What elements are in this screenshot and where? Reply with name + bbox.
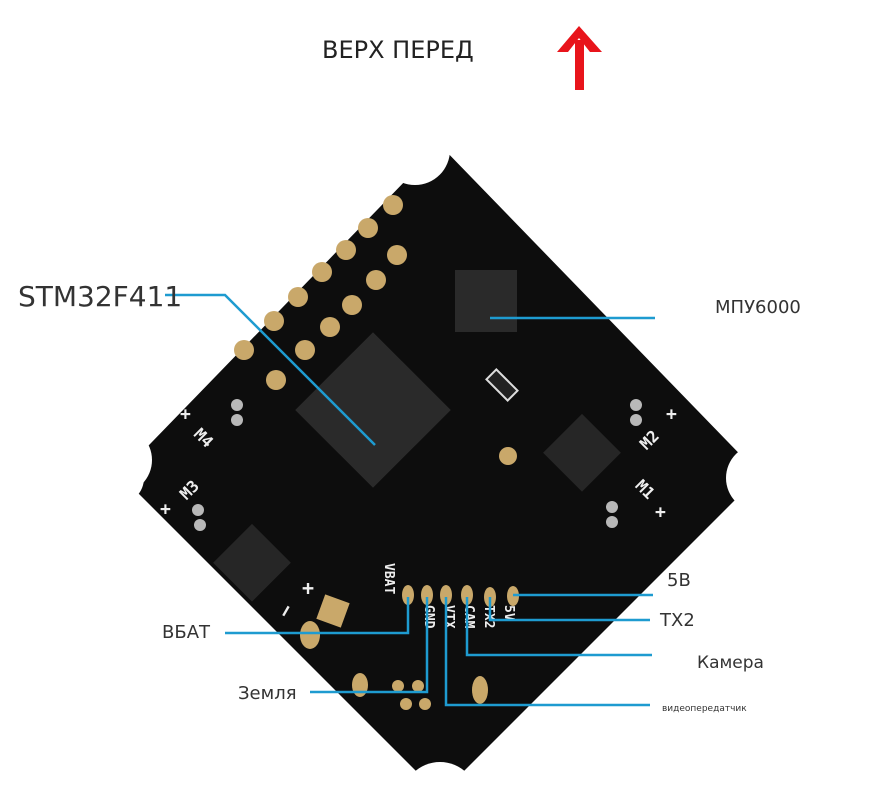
svg-text:+: + (180, 404, 191, 425)
arrow-silk-icon (485, 368, 519, 402)
callout-vbat: ВБАТ (162, 622, 211, 643)
svg-text:VTX: VTX (441, 605, 456, 629)
svg-text:+: + (655, 502, 666, 523)
callout-mcu: STM32F411 (18, 280, 183, 313)
callout-vtx: видеопередатчик (662, 704, 747, 714)
svg-text:+: + (666, 404, 677, 425)
callout-lines (165, 293, 655, 707)
callout-camera: Камера (697, 653, 764, 673)
svg-text:+: + (302, 576, 314, 600)
mcu-chip (295, 332, 451, 488)
svg-text:TX2: TX2 (481, 605, 496, 628)
flight-controller-board: + M4 M3 + M2 + M1 + + − VBAT GND VTX CAM… (84, 115, 794, 800)
svg-text:+: + (160, 499, 171, 520)
callout-tx2: TX2 (660, 610, 695, 631)
svg-text:5V: 5V (501, 605, 516, 621)
callout-imu: МПУ6000 (715, 297, 801, 318)
callout-5v: 5В (667, 570, 691, 591)
svg-text:VBAT: VBAT (381, 563, 396, 594)
orientation-title: ВЕРХ ПЕРЕД (322, 36, 474, 64)
imu-chip (455, 270, 517, 332)
forward-arrow-icon (557, 26, 602, 90)
svg-text:GND: GND (421, 605, 436, 629)
callout-ground: Земля (238, 683, 297, 704)
svg-text:CAM: CAM (461, 605, 476, 629)
